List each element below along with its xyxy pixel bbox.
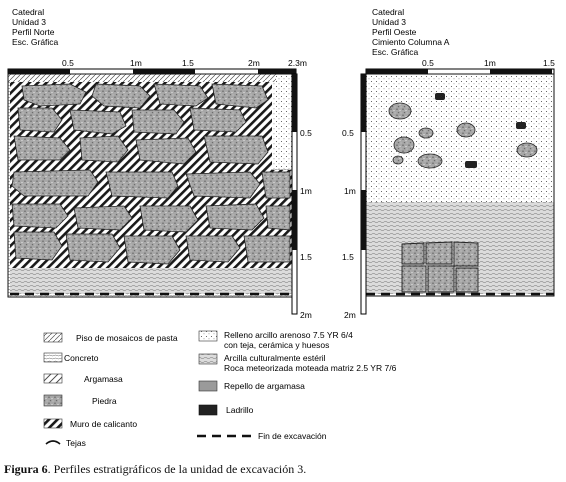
legend-item-tejas: Tejas — [45, 438, 86, 448]
north-xtick-1.5: 1.5 — [182, 58, 194, 68]
north-title-4: Esc. Gráfica — [12, 37, 59, 47]
west-side-scale — [360, 73, 367, 315]
legend-item-repello: Repello de argamasa — [198, 380, 305, 392]
caption-text: . Perfiles estratigráficos de la unidad … — [47, 462, 307, 476]
north-title-2: Unidad 3 — [12, 17, 46, 27]
legend-item-caliche: Muro de calicanto — [43, 418, 137, 429]
legend-item-concrete: Concreto — [43, 352, 99, 363]
west-title-2: Unidad 3 — [372, 17, 406, 27]
west-profile — [365, 73, 555, 297]
legend-label-repello: Repello de argamasa — [224, 381, 305, 391]
west-title-5: Esc. Gráfica — [372, 47, 419, 57]
legend-label-mosaic: Piso de mosaicos de pasta — [76, 333, 178, 343]
tejas-icon — [45, 440, 61, 445]
legend-label-clay: Arcilla culturalmente estéril — [224, 353, 326, 363]
legend-item-mosaic: Piso de mosaicos de pasta — [43, 332, 178, 343]
legend-label-stone: Piedra — [92, 396, 117, 406]
legend-item-clay: Arcilla culturalmente estéril Roca meteo… — [198, 353, 397, 373]
legend-item-argamasa: Argamasa — [43, 373, 123, 384]
north-title-3: Perfil Norte — [12, 27, 55, 37]
north-xtick-1m: 1m — [130, 58, 142, 68]
north-ytick-0.5: 0.5 — [300, 128, 312, 138]
legend-item-brick: Ladrillo — [198, 404, 254, 416]
north-ytick-1m: 1m — [300, 186, 312, 196]
west-xtick-1.5: 1.5 — [543, 58, 555, 68]
west-xtick-0.5: 0.5 — [422, 58, 434, 68]
figure-caption: Figura 6. Perfiles estratigráficos de la… — [4, 462, 306, 477]
legend-label-brick: Ladrillo — [226, 405, 254, 415]
legend-label-clay-2: Roca meteorizada moteada matriz 2.5 YR 7… — [224, 363, 397, 373]
north-side-scale — [291, 73, 298, 315]
legend-label-fill-2: con teja, cerámica y huesos — [224, 340, 329, 350]
west-title-1: Catedral — [372, 7, 404, 17]
legend-label-fill: Relleno arcillo arenoso 7.5 YR 6/4 — [224, 330, 353, 340]
north-ytick-2m: 2m — [300, 310, 312, 320]
west-ytick-1.5: 1.5 — [342, 252, 354, 262]
west-top-scale — [365, 68, 555, 75]
north-profile — [7, 73, 293, 298]
west-xtick-1m: 1m — [484, 58, 496, 68]
legend-label-tejas: Tejas — [66, 438, 86, 448]
west-title-4: Cimiento Columna A — [372, 37, 450, 47]
legend-label-concrete: Concreto — [64, 353, 99, 363]
west-title-3: Perfil Oeste — [372, 27, 417, 37]
north-title-1: Catedral — [12, 7, 44, 17]
north-xtick-2m: 2m — [248, 58, 260, 68]
north-ytick-1.5: 1.5 — [300, 252, 312, 262]
legend-label-argamasa: Argamasa — [84, 374, 123, 384]
north-xtick-2.3m: 2.3m — [288, 58, 307, 68]
west-ytick-0.5: 0.5 — [342, 128, 354, 138]
west-ytick-1m: 1m — [344, 186, 356, 196]
legend-item-stone: Piedra — [43, 394, 117, 407]
legend-label-caliche: Muro de calicanto — [70, 419, 137, 429]
caption-bold: Figura 6 — [4, 462, 48, 476]
legend-right: Relleno arcillo arenoso 7.5 YR 6/4 con t… — [197, 330, 397, 441]
north-top-scale — [7, 68, 297, 75]
west-ytick-2m: 2m — [344, 310, 356, 320]
north-xtick-0.5: 0.5 — [62, 58, 74, 68]
legend-left: Piso de mosaicos de pasta Concreto Argam… — [43, 332, 178, 448]
legend-item-fill: Relleno arcillo arenoso 7.5 YR 6/4 con t… — [198, 330, 353, 350]
legend-item-end: Fin de excavación — [197, 431, 327, 441]
legend-label-end: Fin de excavación — [258, 431, 327, 441]
